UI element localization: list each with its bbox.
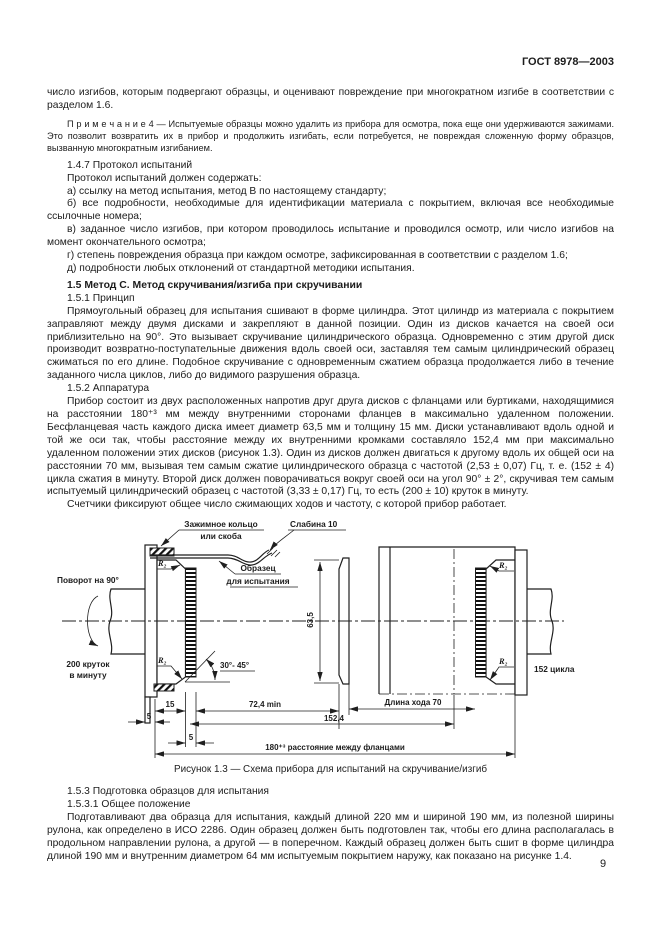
paragraph: г) степень повреждения образца при каждо…: [67, 250, 568, 262]
specimen: [150, 547, 281, 566]
paragraph: 1.5.2 Аппаратура: [67, 383, 150, 395]
dim-63-5-label: 63,5: [306, 612, 315, 628]
right-disk: [475, 549, 528, 696]
twists-label-1: 200 круток: [66, 659, 110, 669]
r2-label: R₂: [498, 657, 508, 666]
paragraph: Счетчики фиксируют общее число сжимающих…: [67, 499, 507, 511]
left-shaft: [87, 588, 145, 655]
paragraph: число изгибов, которым подвергают образц…: [47, 87, 614, 111]
paragraph: Прямоугольный образец для испытания сшив…: [47, 305, 614, 382]
dim-15-label: 15: [166, 700, 175, 709]
r2-label: R₂: [498, 561, 508, 570]
rotation-label: Поворот на 90°: [57, 575, 119, 585]
section-heading: 1.5 Метод С. Метод скручивания/изгиба пр…: [67, 279, 363, 291]
paragraph: а) ссылку на метод испытания, метод В по…: [67, 185, 387, 197]
standard-number: ГОСТ 8978—2003: [521, 56, 614, 68]
r2-label: R₂: [157, 656, 167, 665]
dim-5-left-label: 5: [147, 712, 152, 721]
paragraph: Подготавливают два образца для испытания…: [47, 812, 614, 862]
right-shaft: [527, 588, 554, 655]
slack-label: Слабина 10: [290, 519, 338, 529]
slack-callout: Слабина 10: [269, 519, 346, 551]
dim-stroke-label: Длина хода 70: [385, 698, 442, 707]
paragraph: Протокол испытаний должен содержать:: [67, 172, 262, 184]
paragraph: б) все подробности, необходимые для иден…: [47, 198, 614, 223]
dim-5-right-label: 5: [189, 733, 194, 742]
page-number: 9: [600, 858, 607, 870]
specimen-label-1: Образец: [240, 563, 276, 573]
radius-callouts: R₂ R₂ R₂ R₂: [157, 559, 514, 681]
angle-callout: 30°- 45°: [184, 650, 255, 683]
dim-72-4-label: 72,4 min: [249, 700, 281, 709]
r2-label: R₂: [157, 559, 167, 568]
angle-label: 30°- 45°: [220, 661, 249, 670]
dim-63-5: 63,5: [306, 559, 339, 684]
figure-1-3: Зажимное кольцо или скоба Слабина 10 Обр…: [47, 515, 614, 775]
paragraph: д) подробности любых отклонений от станд…: [67, 262, 415, 274]
paragraph: 1.5.3 Подготовка образцов для испытания: [67, 786, 270, 798]
document-body: число изгибов, которым подвергают образц…: [47, 87, 614, 864]
clamp-ring-callout: Зажимное кольцо или скоба: [160, 519, 264, 547]
specimen-label-2: для испытания: [226, 576, 289, 586]
text-before-figure: число изгибов, которым подвергают образц…: [47, 87, 614, 512]
dim-152-4-label: 152,4: [324, 714, 345, 723]
paragraph: в) заданное число изгибов, при котором п…: [47, 224, 614, 249]
paragraph: 1.5.3.1 Общее положение: [67, 799, 191, 811]
cycles-label: 152 цикла: [534, 664, 575, 674]
dim-180-label: 180⁺³ расстояние между фланцами: [265, 743, 405, 752]
figure-caption: Рисунок 1.3 — Схема прибора для испытани…: [173, 764, 487, 776]
paragraph: 1.5.1 Принцип: [67, 292, 135, 304]
specimen-callout: Образец для испытания: [218, 560, 298, 588]
bottom-dimensions: 15 72,4 min Длина хода 70 152,4 5 5 180⁺…: [128, 692, 516, 759]
apparatus-drawing: Зажимное кольцо или скоба Слабина 10 Обр…: [57, 519, 575, 759]
paragraph: 1.4.7 Протокол испытаний: [67, 159, 193, 171]
clamp-ring-label-2: или скоба: [200, 531, 242, 541]
middle-disk: [338, 557, 350, 730]
clamp-ring-label-1: Зажимное кольцо: [184, 519, 257, 529]
left-disk: [144, 544, 197, 724]
note-paragraph: П р и м е ч а н и е 4 — Испытуемые образ…: [47, 118, 614, 154]
page-header: ГОСТ 8978—2003: [47, 56, 614, 68]
twists-label-2: в минуту: [69, 670, 107, 680]
paragraph: Прибор состоит из двух расположенных нап…: [47, 396, 614, 498]
